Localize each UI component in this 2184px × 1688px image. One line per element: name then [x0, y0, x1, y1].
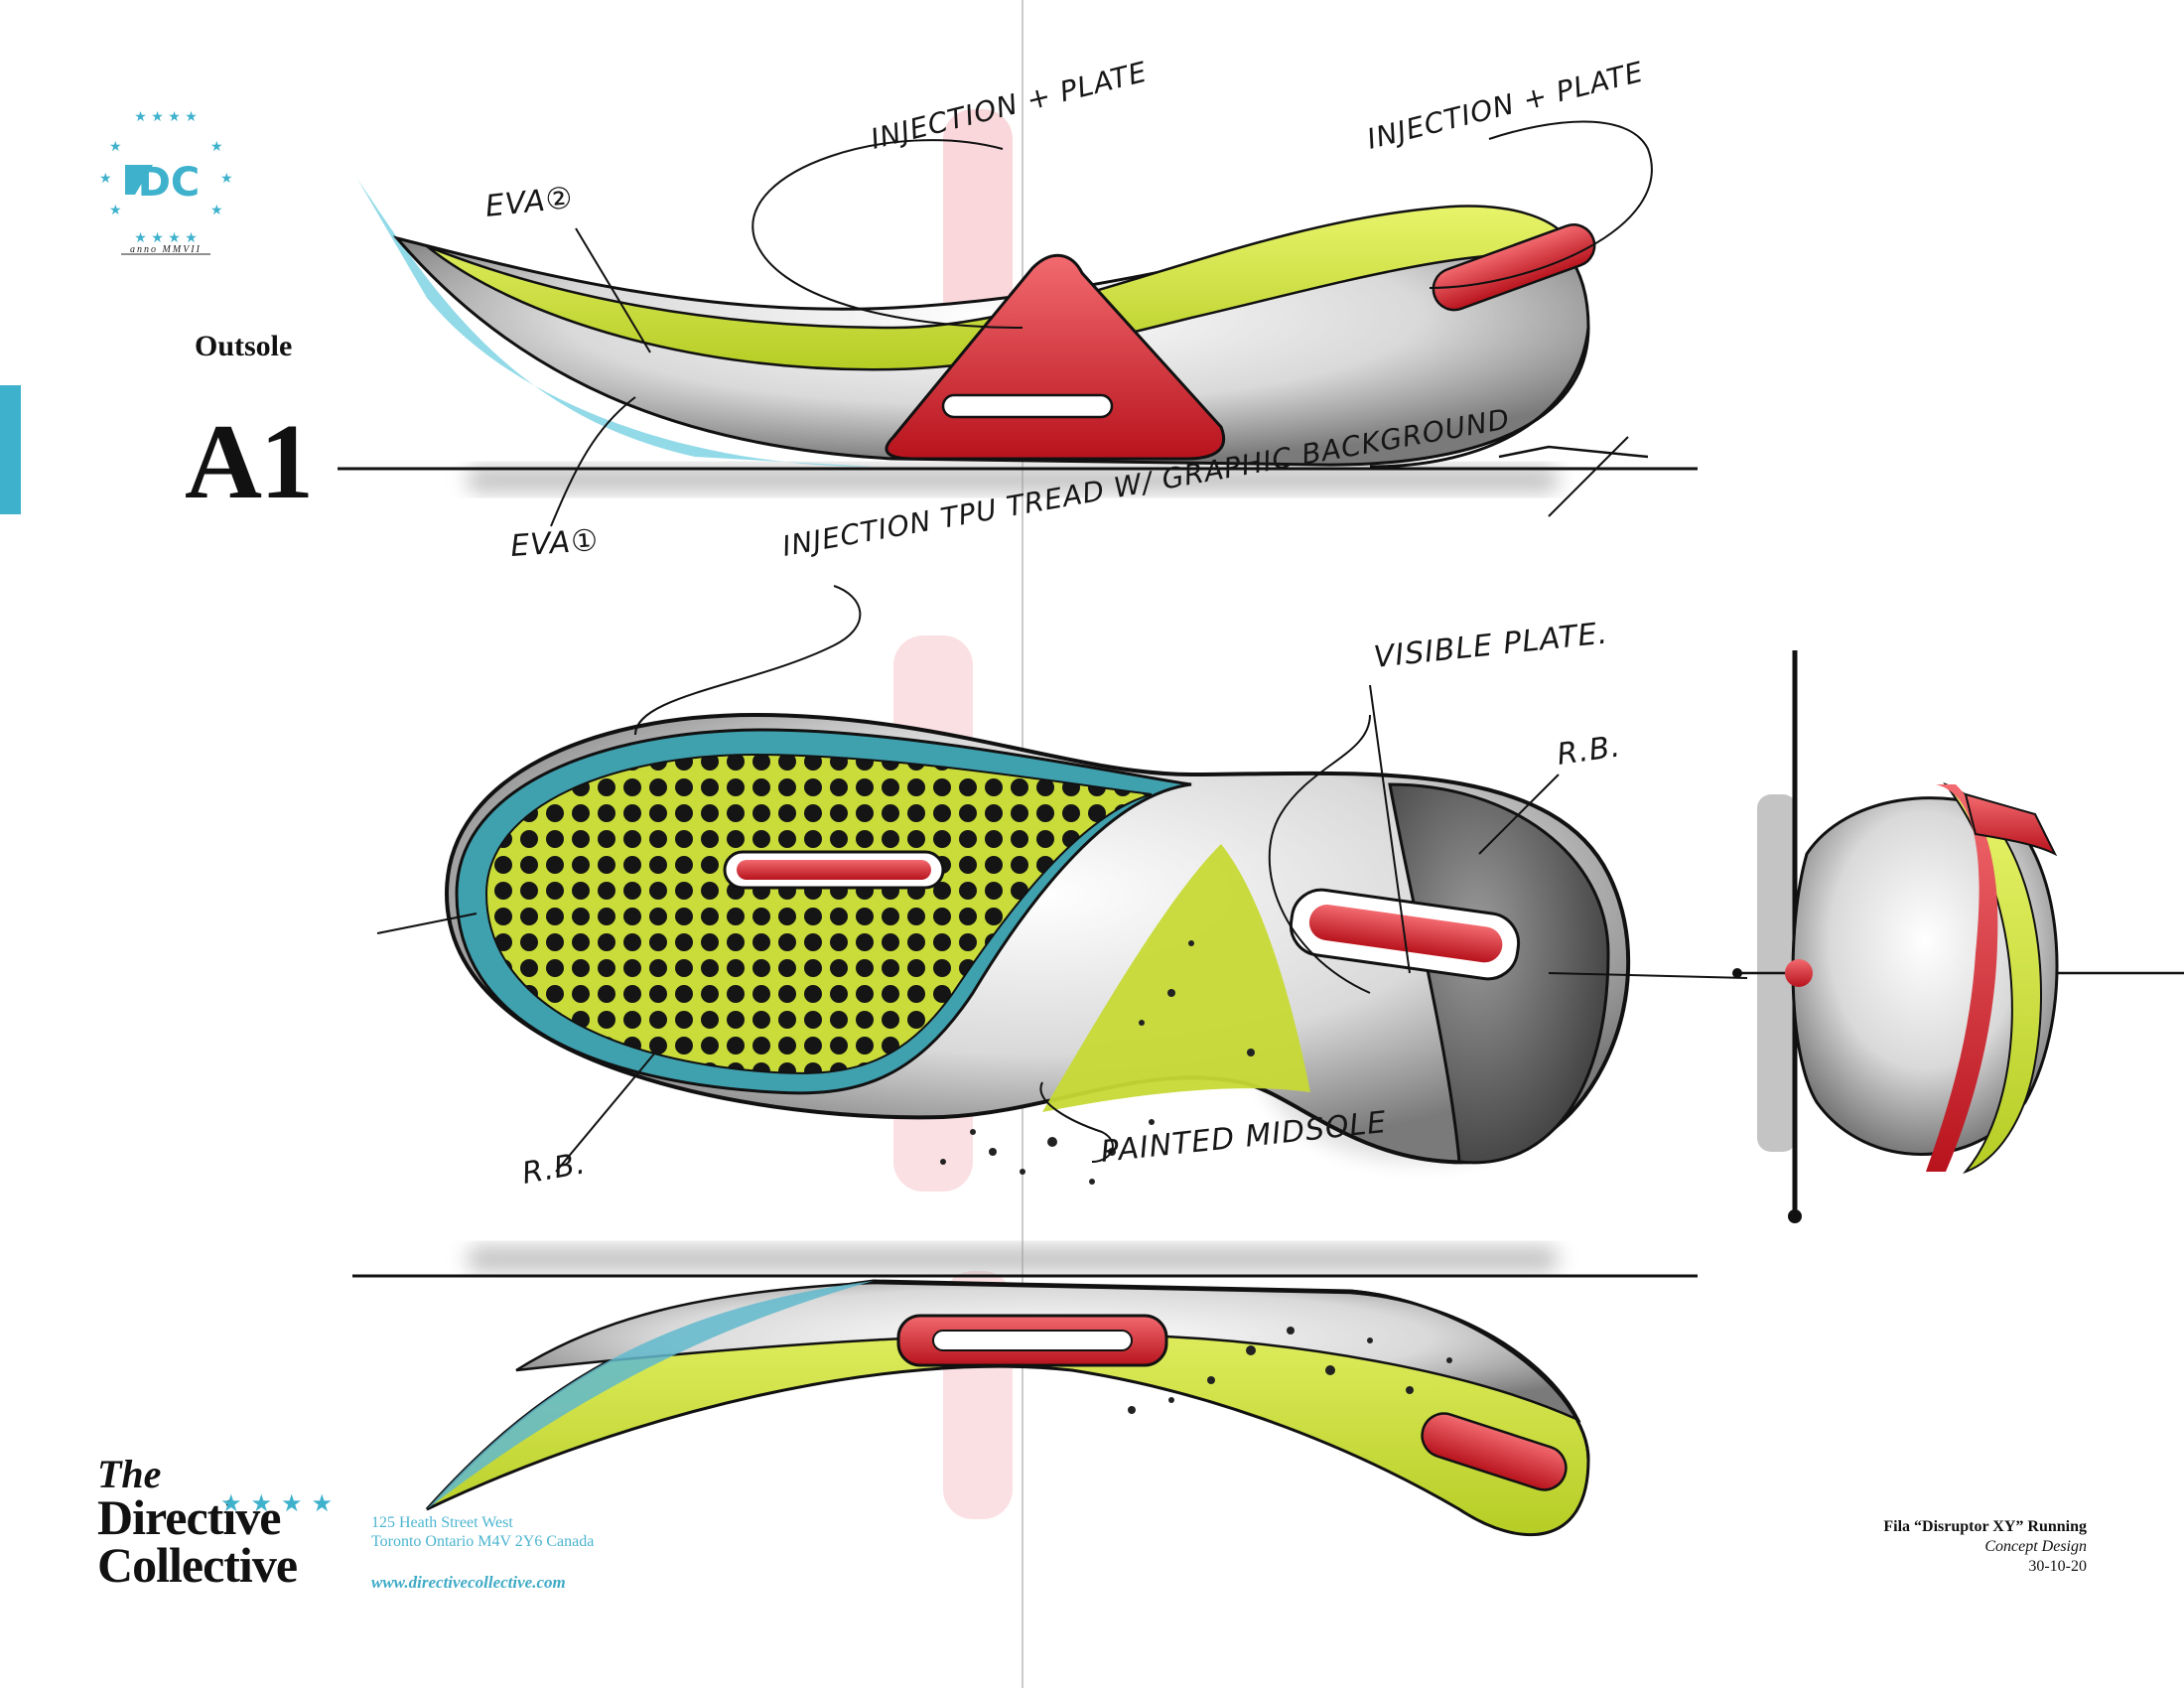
- label-rb-heel: R.B.: [519, 1146, 589, 1192]
- label-visible-plate: VISIBLE PLATE.: [1372, 616, 1609, 675]
- outsole-bottom-view: [376, 585, 1748, 1185]
- brand-wordmark: The Directive Collective: [97, 1452, 298, 1594]
- label-injection-plate-toe: INJECTION + PLATE: [1364, 56, 1647, 156]
- label-eva1: EVA①: [509, 523, 600, 564]
- address-line1: 125 Heath Street West: [371, 1514, 513, 1531]
- project-date: 30-10-20: [2028, 1558, 2087, 1575]
- svg-text:★: ★: [210, 139, 223, 155]
- project-title: Fila “Disruptor XY” Running: [1883, 1518, 2087, 1535]
- section-title: Outsole: [195, 330, 293, 362]
- brand-the: The: [97, 1452, 162, 1496]
- svg-text:★ ★ ★ ★: ★ ★ ★ ★: [134, 230, 198, 246]
- brand-directive: Directive: [97, 1489, 281, 1546]
- outsole-side-view-top: [338, 120, 1698, 527]
- address: 125 Heath Street West Toronto Ontario M4…: [371, 1513, 594, 1551]
- dc-logo: ★ ★ ★ ★ ★ ★ ★ ★ ★ ★ ★ ★ ★ ★ DC: [99, 109, 233, 255]
- address-line2: Toronto Ontario M4V 2Y6 Canada: [371, 1533, 595, 1551]
- svg-text:★: ★: [210, 203, 223, 218]
- side-tab: [0, 385, 21, 514]
- svg-text:★ ★ ★ ★: ★ ★ ★ ★: [134, 109, 198, 125]
- outsole-front-view: [1732, 650, 2184, 1223]
- svg-text:★: ★: [99, 171, 112, 187]
- project-info: Fila “Disruptor XY” Running Concept Desi…: [1883, 1517, 2087, 1577]
- label-rb-toe: R.B.: [1555, 729, 1623, 773]
- svg-text:★: ★: [220, 171, 233, 187]
- arrow-icon: [125, 165, 153, 195]
- logo-mark: DC: [138, 160, 201, 206]
- logo-annotation: anno MMVII: [130, 244, 202, 255]
- brand-stars-icon: ★★★★: [220, 1491, 342, 1517]
- sheet-code: A1: [185, 403, 314, 521]
- star-ring-icon: ★ ★ ★ ★ ★ ★ ★ ★ ★ ★ ★ ★ ★ ★: [99, 109, 233, 246]
- svg-text:★: ★: [109, 203, 122, 218]
- project-subtitle: Concept Design: [1984, 1538, 2087, 1555]
- brand-collective: Collective: [97, 1537, 298, 1594]
- label-eva2: EVA②: [483, 181, 575, 224]
- outsole-side-view-bottom: [352, 1246, 1698, 1536]
- svg-text:★: ★: [109, 139, 122, 155]
- label-painted-midsole: PAINTED MIDSOLE: [1099, 1105, 1389, 1170]
- website-link[interactable]: www.directivecollective.com: [371, 1573, 566, 1592]
